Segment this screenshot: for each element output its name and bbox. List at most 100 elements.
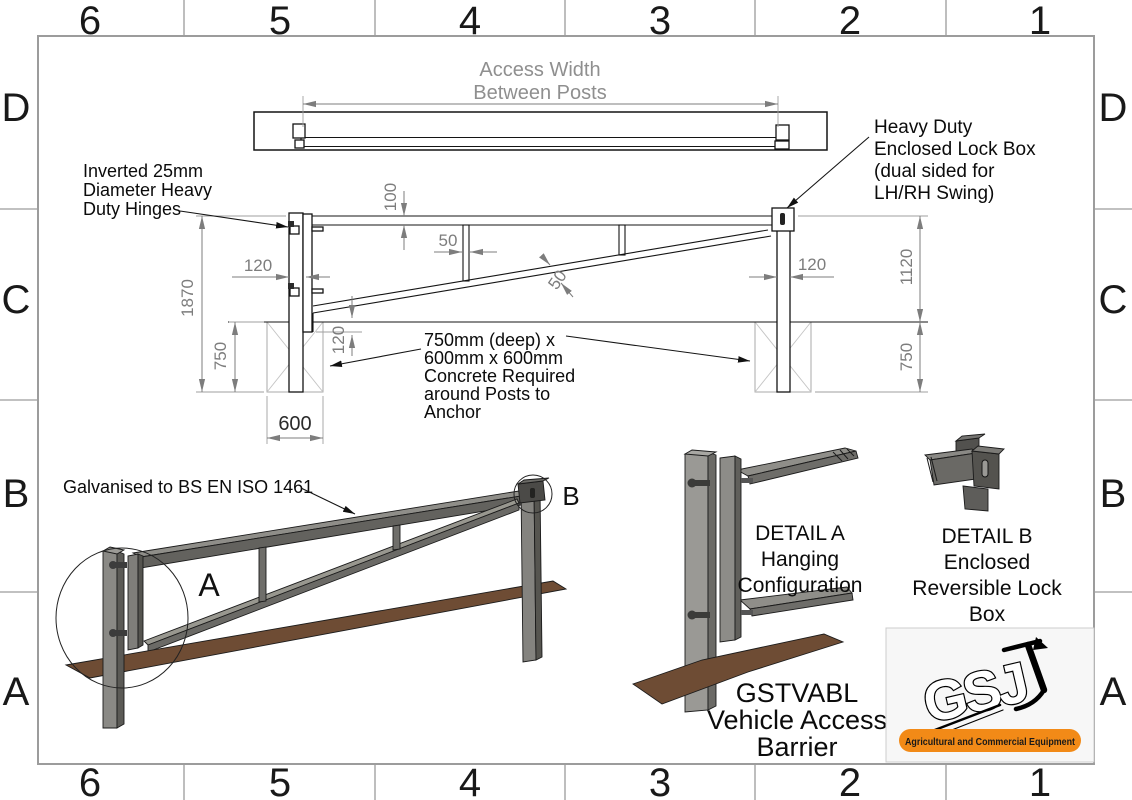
note-concrete-l4: around Posts to [424, 384, 550, 404]
dim-clear-height: 1120 [798, 215, 928, 322]
plan-hinge-block [292, 123, 306, 139]
grid-right-b: B [1100, 472, 1127, 516]
note-concrete: 750mm (deep) x 600mm x 600mm Concrete Re… [329, 330, 751, 422]
grid-left-c: C [2, 278, 31, 322]
leader-lockbox [786, 136, 870, 209]
elev-hinges [288, 221, 324, 297]
detail-b-post [962, 485, 989, 512]
grid-bottom-3: 3 [649, 761, 671, 800]
logo-drill-accent [1001, 637, 1048, 712]
note-galvanised: Galvanised to BS EN ISO 1461 [63, 477, 313, 497]
note-concrete-l2: 600mm x 600mm [424, 348, 563, 368]
grid-top-2: 2 [839, 0, 861, 43]
elev-post-right [776, 212, 791, 393]
dim-brace-width: 50 [539, 253, 574, 298]
note-concrete-l5: Anchor [424, 402, 481, 422]
note-lockbox-l3: (dual sided for [874, 161, 995, 182]
iso-top-beam [140, 494, 528, 569]
detail-b-sub-2: Reversible Lock [912, 577, 1062, 600]
product-title-l3: Barrier [756, 732, 837, 762]
dim-embed-left: 750 [211, 321, 264, 392]
iso-hinge-bolt-bottom [114, 630, 127, 636]
detail-a-sub-2: Configuration [738, 574, 863, 597]
note-hinges-l2: Diameter Heavy [83, 180, 212, 200]
note-lockbox-l4: LH/RH Swing) [874, 183, 994, 204]
iso-strut-1 [258, 546, 267, 603]
iso-post-left [102, 550, 118, 729]
logo-block: GSJ Agricultural and Commercial Equipmen… [885, 627, 1095, 763]
dim-100: 100 [381, 183, 400, 211]
iso-chord [147, 502, 520, 653]
leader-hinges [179, 210, 289, 229]
detail-a-stile [719, 455, 736, 643]
dim-post-width-right: 120 [749, 255, 834, 281]
detail-a-circle [55, 547, 189, 689]
plan-view: Access Width Between Posts [253, 59, 828, 151]
note-lockbox-l1: Heavy Duty [874, 117, 973, 138]
access-width-label-2: Between Posts [473, 82, 606, 104]
note-lockbox-l2: Enclosed Lock Box [874, 139, 1036, 160]
product-code: GSTVABL [736, 678, 859, 708]
elev-strut-2 [618, 224, 626, 256]
detail-b-circle [513, 474, 553, 514]
dim-1120: 1120 [897, 249, 916, 286]
logo-tagline-pill [899, 729, 1081, 752]
iso-hinge-bolt-top [114, 562, 127, 568]
detail-a-sub-1: Hanging [761, 548, 839, 571]
detail-b-slot [981, 459, 989, 478]
grid-top-1: 1 [1029, 0, 1051, 43]
grid-bottom-5: 5 [269, 761, 291, 800]
grid-left-d: D [2, 86, 31, 130]
grid-top-6: 6 [79, 0, 101, 43]
grid-bottom-1: 1 [1029, 761, 1051, 800]
elevation-view: 100 50 50 120 1870 750 [83, 117, 1036, 444]
grid-top-4: 4 [459, 0, 481, 43]
iso-hanging-stile [127, 553, 139, 651]
iso-strut-2 [392, 524, 401, 551]
dim-rail-height: 100 [381, 183, 408, 250]
leader-concrete-right [565, 335, 751, 363]
dim-120-right: 120 [798, 255, 826, 274]
elev-strut-1 [462, 224, 470, 282]
grid-left-b: B [3, 472, 30, 516]
product-title-l2: Vehicle Access [707, 705, 887, 735]
leader-concrete-left [329, 348, 422, 368]
detail-a-view: DETAIL A Hanging Configuration [632, 447, 863, 713]
elev-lockbox-slot [780, 213, 785, 225]
note-concrete-l3: Concrete Required [424, 366, 575, 386]
leader-galvanised [300, 487, 356, 515]
detail-b-marker: B [562, 481, 579, 511]
dim-1870: 1870 [178, 279, 197, 317]
grid-right-c: C [1099, 278, 1128, 322]
dim-post-width-left: 120 [232, 256, 330, 281]
elev-hanging-stile [302, 213, 313, 333]
dim-ground-gap: 120 [316, 296, 362, 356]
iso-lockbox-slot [530, 488, 535, 498]
dim-overall-height: 1870 [178, 215, 286, 393]
dim-750-left: 750 [211, 342, 230, 370]
note-concrete-l1: 750mm (deep) x [424, 330, 555, 350]
grid-bottom-6: 6 [79, 761, 101, 800]
detail-b-sub-1: Enclosed [944, 551, 1030, 574]
elev-post-left [288, 212, 304, 393]
grid-bottom-2: 2 [839, 761, 861, 800]
detail-b-sub-3: Box [969, 603, 1006, 626]
iso-view: A B Galvanised to BS EN ISO 1461 [55, 474, 580, 729]
dim-access-width: Access Width Between Posts [302, 59, 779, 127]
dim-120-gap: 120 [329, 326, 348, 354]
grid-right-d: D [1099, 86, 1128, 130]
plan-lockbox-block [775, 124, 790, 141]
grid-bottom-4: 4 [459, 761, 481, 800]
dim-120-left: 120 [244, 256, 272, 275]
grid-top-3: 3 [649, 0, 671, 43]
detail-a-marker: A [198, 567, 220, 603]
detail-a-title: DETAIL A [755, 522, 845, 545]
grid-left-a: A [3, 670, 30, 714]
note-hinges: Inverted 25mm Diameter Heavy Duty Hinges [83, 161, 289, 229]
dim-600: 600 [278, 413, 311, 435]
dim-strut-width: 50 [434, 231, 497, 256]
title-block: GSTVABL Vehicle Access Barrier [707, 678, 887, 762]
